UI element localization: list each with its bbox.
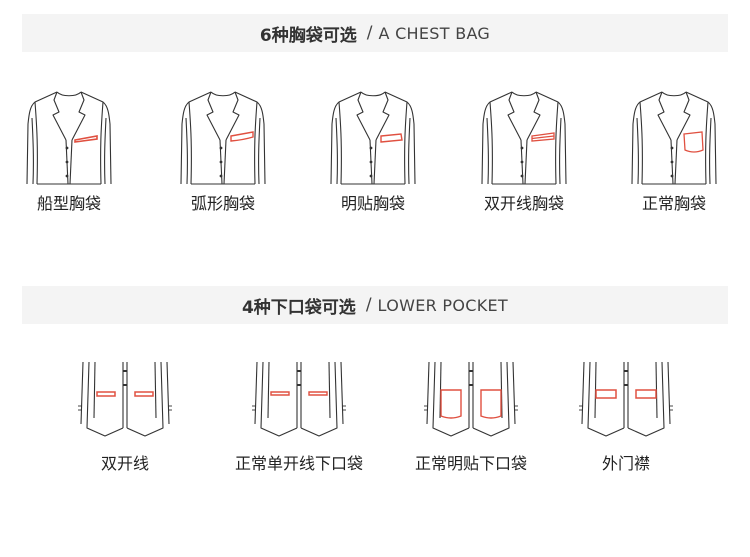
suit-jacket-icon: [481, 91, 567, 185]
option-label: 外门襟: [601, 454, 650, 473]
chest-option-normal: 正常胸袋: [609, 88, 739, 214]
lower-pocket-header: 4种下口袋可选 / LOWER POCKET: [22, 286, 728, 324]
option-label: 船型胸袋: [36, 194, 101, 213]
jacket-bottom-icon: [579, 361, 673, 437]
section-title-en: A CHEST BAG: [378, 23, 491, 43]
option-label: 明贴胸袋: [340, 194, 405, 213]
jacket-bottom-icon: [78, 361, 172, 437]
chest-option-boat: 船型胸袋: [4, 88, 134, 214]
chest-option-patch: 明贴胸袋: [308, 88, 438, 214]
option-label: 正常明贴下口袋: [414, 454, 527, 473]
suit-jacket-icon: [180, 91, 266, 185]
title-separator: /: [366, 23, 373, 43]
option-label: 双开线胸袋: [483, 194, 564, 213]
jacket-bottom-icon: [252, 361, 346, 437]
chest-pocket-header: 6种胸袋可选 / A CHEST BAG: [22, 14, 728, 52]
option-label: 双开线: [100, 454, 149, 473]
suit-jacket-icon: [330, 91, 416, 185]
section-title-en: LOWER POCKET: [377, 295, 509, 315]
section-title-cn: 4种下口袋可选: [241, 297, 356, 318]
chest-option-arc: 弧形胸袋: [158, 88, 288, 214]
lower-option-patch: 正常明贴下口袋: [396, 358, 546, 474]
section-title-cn: 6种胸袋可选: [259, 25, 357, 46]
chest-option-double-welt: 双开线胸袋: [459, 88, 589, 214]
suit-jacket-icon: [631, 91, 717, 185]
title-separator: /: [365, 295, 372, 315]
lower-option-flap: 外门襟: [551, 358, 701, 474]
option-label: 正常单开线下口袋: [234, 454, 363, 473]
option-label: 正常胸袋: [641, 194, 706, 213]
lower-option-single-welt: 正常单开线下口袋: [224, 358, 374, 474]
suit-jacket-icon: [26, 91, 112, 185]
lower-option-double-welt: 双开线: [50, 358, 200, 474]
option-label: 弧形胸袋: [190, 194, 255, 213]
jacket-bottom-icon: [424, 361, 518, 437]
